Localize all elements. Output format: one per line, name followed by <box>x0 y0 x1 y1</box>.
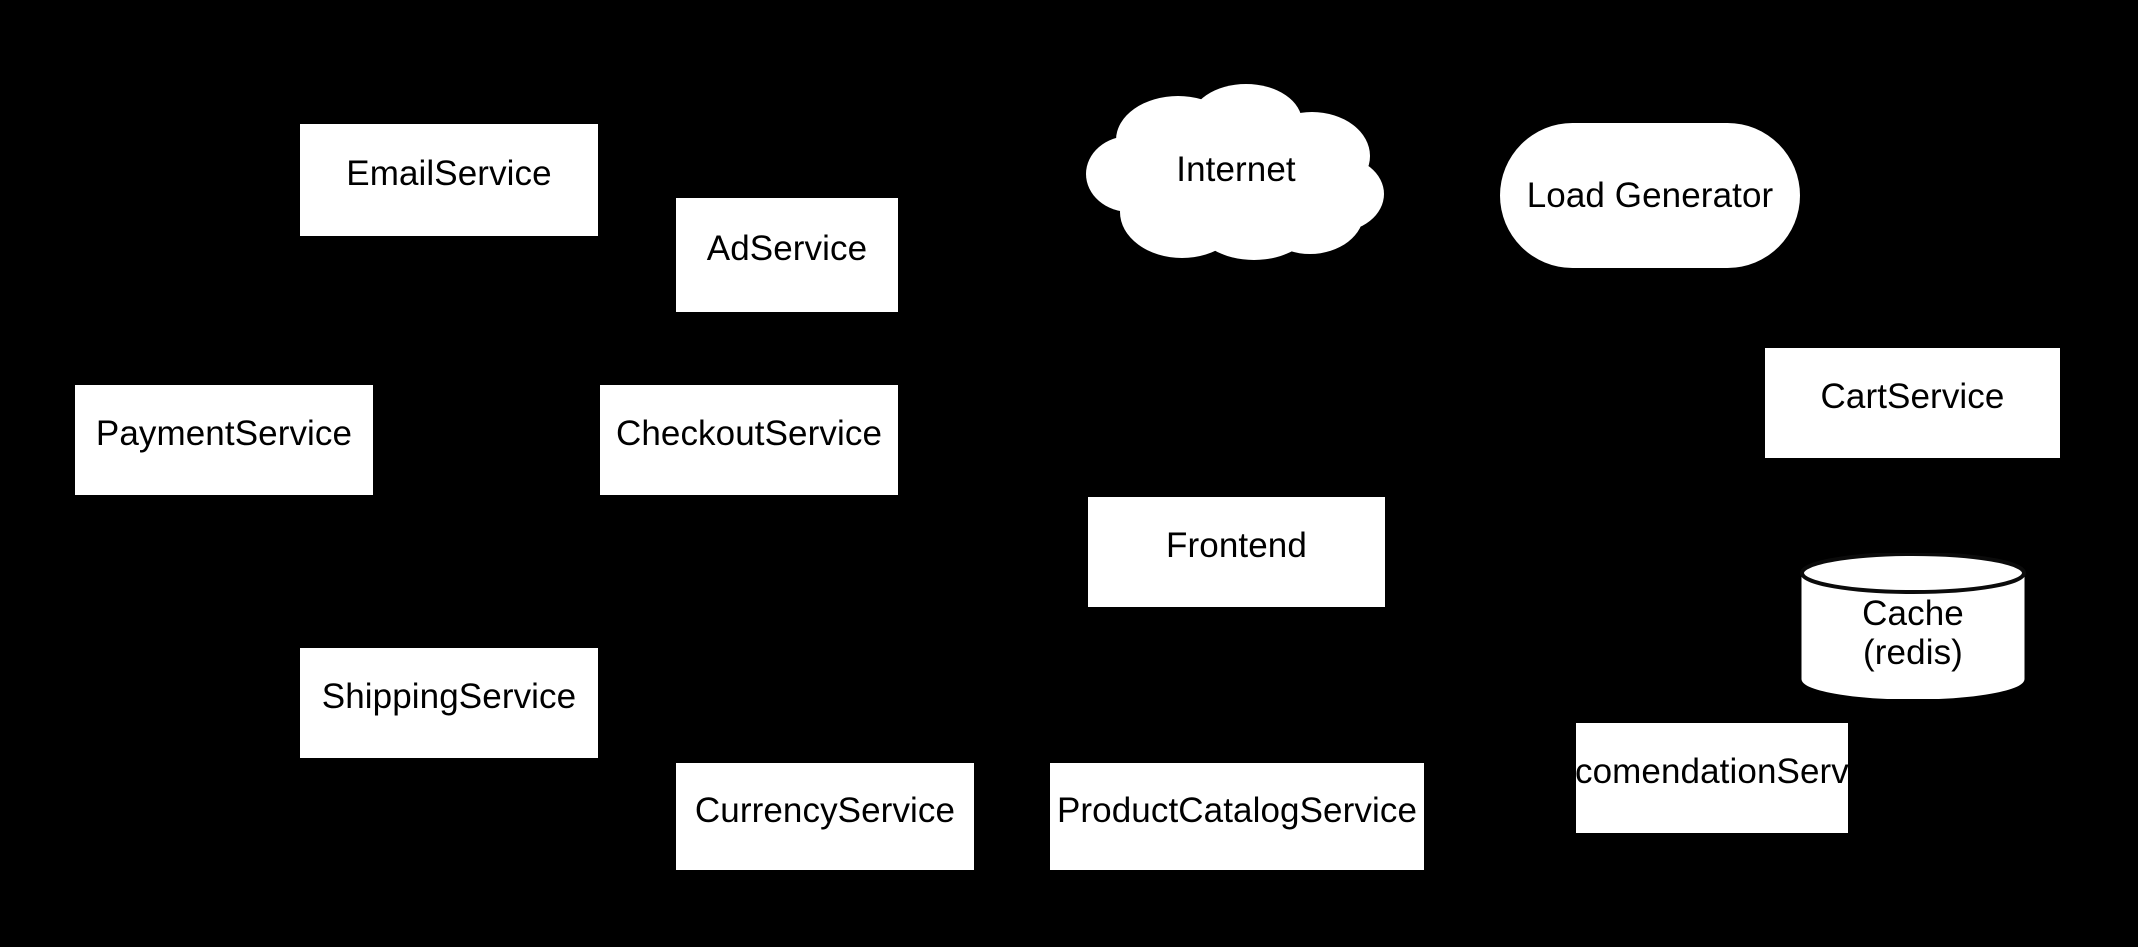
node-label-shipping-service: ShippingService <box>321 677 577 717</box>
node-load-generator[interactable]: Load Generator <box>1500 123 1800 268</box>
node-currency-service[interactable]: CurrencyService <box>676 763 974 870</box>
node-label-email-service: EmailService <box>346 154 552 194</box>
node-ad-service[interactable]: AdService <box>676 198 898 312</box>
node-label-checkout-service: CheckoutService <box>615 414 883 454</box>
node-label-payment-service: PaymentService <box>95 414 353 454</box>
node-shipping-service[interactable]: ShippingService <box>300 648 598 758</box>
node-payment-service[interactable]: PaymentService <box>75 385 373 495</box>
node-cache-redis[interactable]: Cache (redis) <box>1800 553 2026 699</box>
node-label-product-catalog-service: ProductCatalogService <box>1056 790 1418 830</box>
node-checkout-service[interactable]: CheckoutService <box>600 385 898 495</box>
database-cylinder-icon <box>1800 553 2026 699</box>
node-email-service[interactable]: EmailService <box>300 124 598 236</box>
node-frontend[interactable]: Frontend <box>1088 497 1385 607</box>
cloud-icon <box>1086 84 1384 260</box>
node-recomendation-service[interactable]: RecomendationService <box>1530 723 1894 833</box>
node-label-internet: Internet <box>1176 150 1296 190</box>
node-product-catalog-service[interactable]: ProductCatalogService <box>1050 763 1424 870</box>
node-label-frontend: Frontend <box>1166 526 1307 566</box>
node-internet[interactable]: Internet <box>1086 78 1386 262</box>
node-label-load-generator: Load Generator <box>1526 175 1774 215</box>
node-label-cache-redis: Cache (redis) <box>1862 593 1964 672</box>
node-label-cart-service: CartService <box>1820 377 2005 417</box>
node-label-currency-service: CurrencyService <box>694 790 956 830</box>
node-label-ad-service: AdService <box>706 229 868 269</box>
node-cart-service[interactable]: CartService <box>1765 348 2060 458</box>
node-label-recomendation-service: RecomendationService <box>1530 752 1894 792</box>
